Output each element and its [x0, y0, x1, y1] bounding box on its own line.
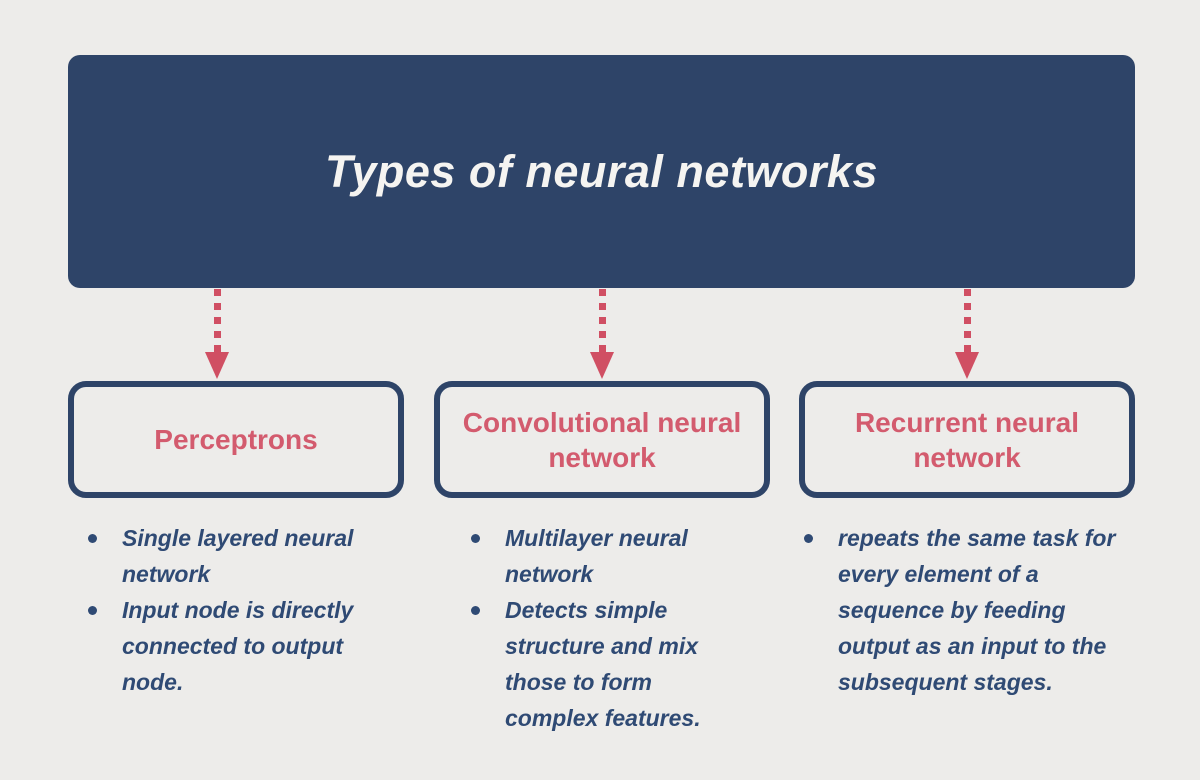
bullet-list-perceptrons: Single layered neural network Input node…	[86, 520, 406, 700]
arrow-down-icon	[955, 352, 979, 379]
root-node: Types of neural networks	[68, 55, 1135, 288]
bullet-list-recurrent: repeats the same task for every element …	[802, 520, 1124, 700]
node-recurrent: Recurrent neural network	[799, 381, 1135, 498]
bullet-item: Detects simple structure and mix those t…	[469, 592, 727, 736]
arrow-down-icon	[590, 352, 614, 379]
bullet-list-convolutional: Multilayer neural network Detects simple…	[469, 520, 727, 736]
node-label: Convolutional neural network	[462, 406, 742, 473]
arrow-down-icon	[205, 352, 229, 379]
bullet-item: repeats the same task for every element …	[802, 520, 1124, 700]
connector-arrow-perceptrons	[204, 289, 230, 381]
dotted-line	[963, 289, 971, 352]
connector-arrow-recurrent	[954, 289, 980, 381]
dotted-line	[598, 289, 606, 352]
node-label: Recurrent neural network	[854, 406, 1080, 473]
node-convolutional: Convolutional neural network	[434, 381, 770, 498]
node-perceptrons: Perceptrons	[68, 381, 404, 498]
dotted-line	[213, 289, 221, 352]
bullet-item: Input node is directly connected to outp…	[86, 592, 406, 700]
bullet-item: Single layered neural network	[86, 520, 406, 592]
connector-arrow-convolutional	[589, 289, 615, 381]
node-label: Perceptrons	[154, 424, 318, 455]
bullet-item: Multilayer neural network	[469, 520, 727, 592]
diagram-title: Types of neural networks	[325, 145, 878, 197]
